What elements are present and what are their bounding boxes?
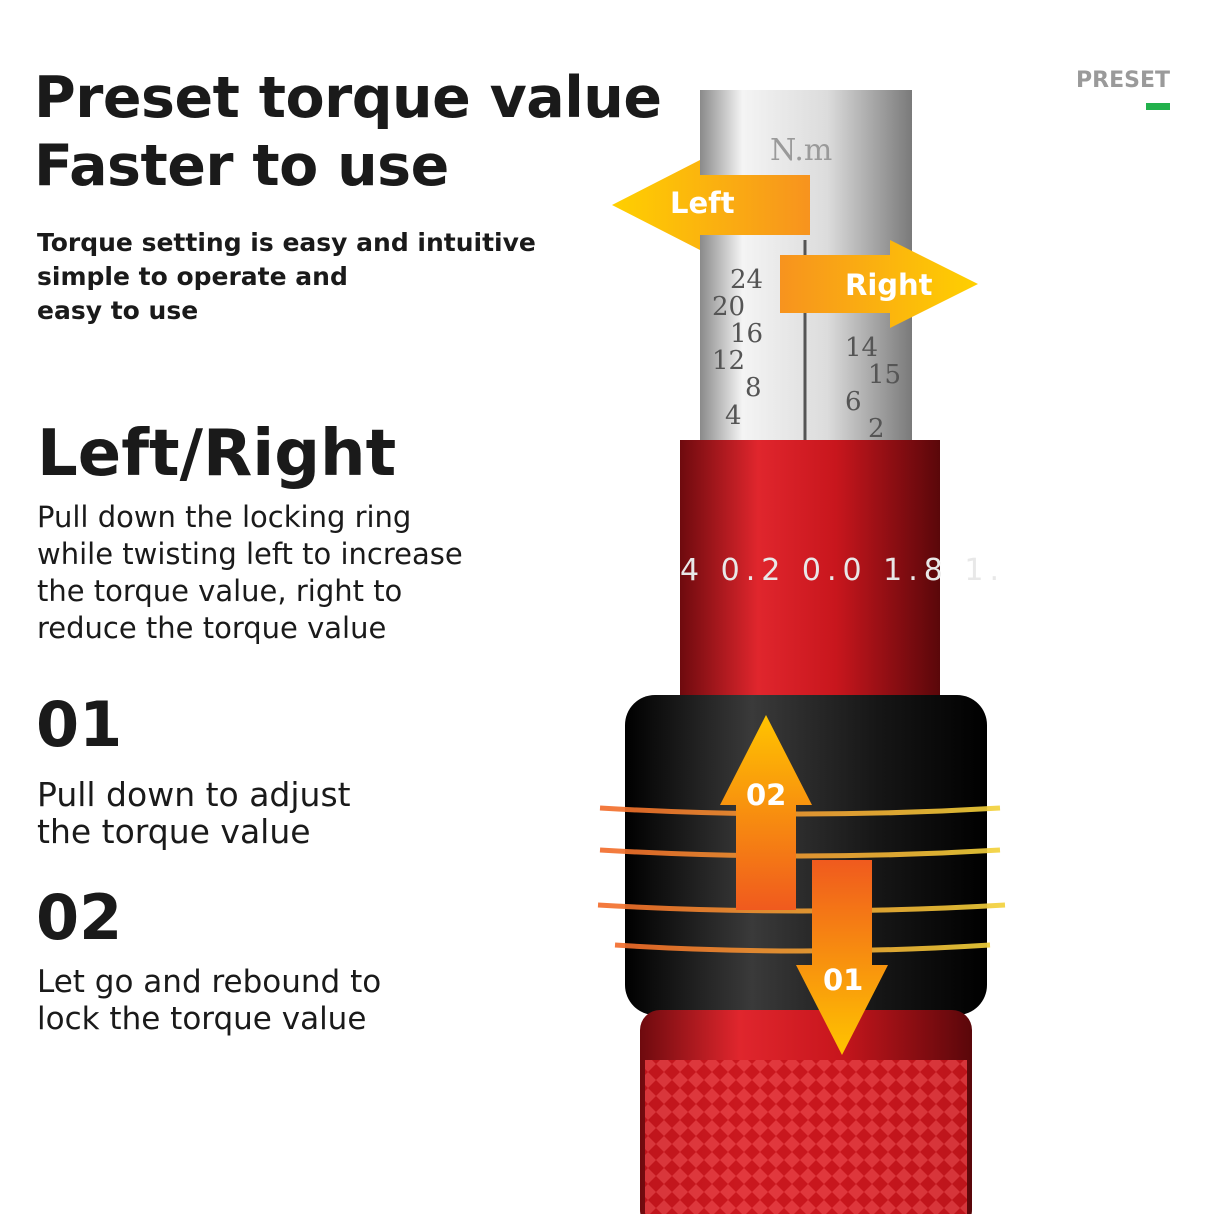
knurled-grip (645, 1060, 967, 1214)
svg-text:Right: Right (845, 268, 933, 302)
svg-text:01: 01 (823, 963, 863, 997)
down-arrow: 01 (796, 860, 888, 1055)
preset-badge: PRESET (1076, 68, 1170, 93)
svg-text:20: 20 (712, 292, 745, 322)
svg-text:16: 16 (730, 319, 763, 349)
svg-text:14: 14 (845, 333, 878, 363)
svg-text:Left: Left (670, 186, 735, 220)
section-description: Pull down the locking ring while twistin… (37, 500, 463, 645)
red-collar (680, 440, 940, 700)
right-arrow: Right (780, 240, 978, 328)
scale-right: 14 15 6 2 (845, 333, 901, 444)
svg-text:8: 8 (745, 373, 762, 403)
svg-text:15: 15 (868, 360, 901, 390)
motion-lines (597, 805, 1006, 954)
svg-text:4: 4 (725, 401, 742, 431)
step-number: 01 (36, 688, 123, 761)
step-description: Pull down to adjust the torque value (37, 775, 351, 851)
step-number: 02 (36, 881, 123, 954)
unit-label: N.m (770, 133, 832, 168)
svg-text:24: 24 (730, 265, 763, 295)
subtitle: Torque setting is easy and intuitive sim… (37, 228, 536, 325)
section-heading: Left/Right (37, 417, 397, 491)
scale-left: 24 20 16 12 8 4 (712, 265, 763, 431)
up-arrow: 02 (720, 715, 812, 910)
ring-scale: 4 0.2 0.0 1.8 1. (680, 553, 1005, 588)
svg-text:2: 2 (868, 414, 885, 444)
preset-badge-bar (1146, 103, 1170, 110)
svg-text:02: 02 (746, 778, 786, 812)
page-title: Preset torque value Faster to use (34, 65, 662, 199)
svg-text:12: 12 (712, 346, 745, 376)
left-arrow: Left (612, 160, 810, 250)
svg-text:6: 6 (845, 387, 862, 417)
step-description: Let go and rebound to lock the torque va… (37, 964, 382, 1037)
